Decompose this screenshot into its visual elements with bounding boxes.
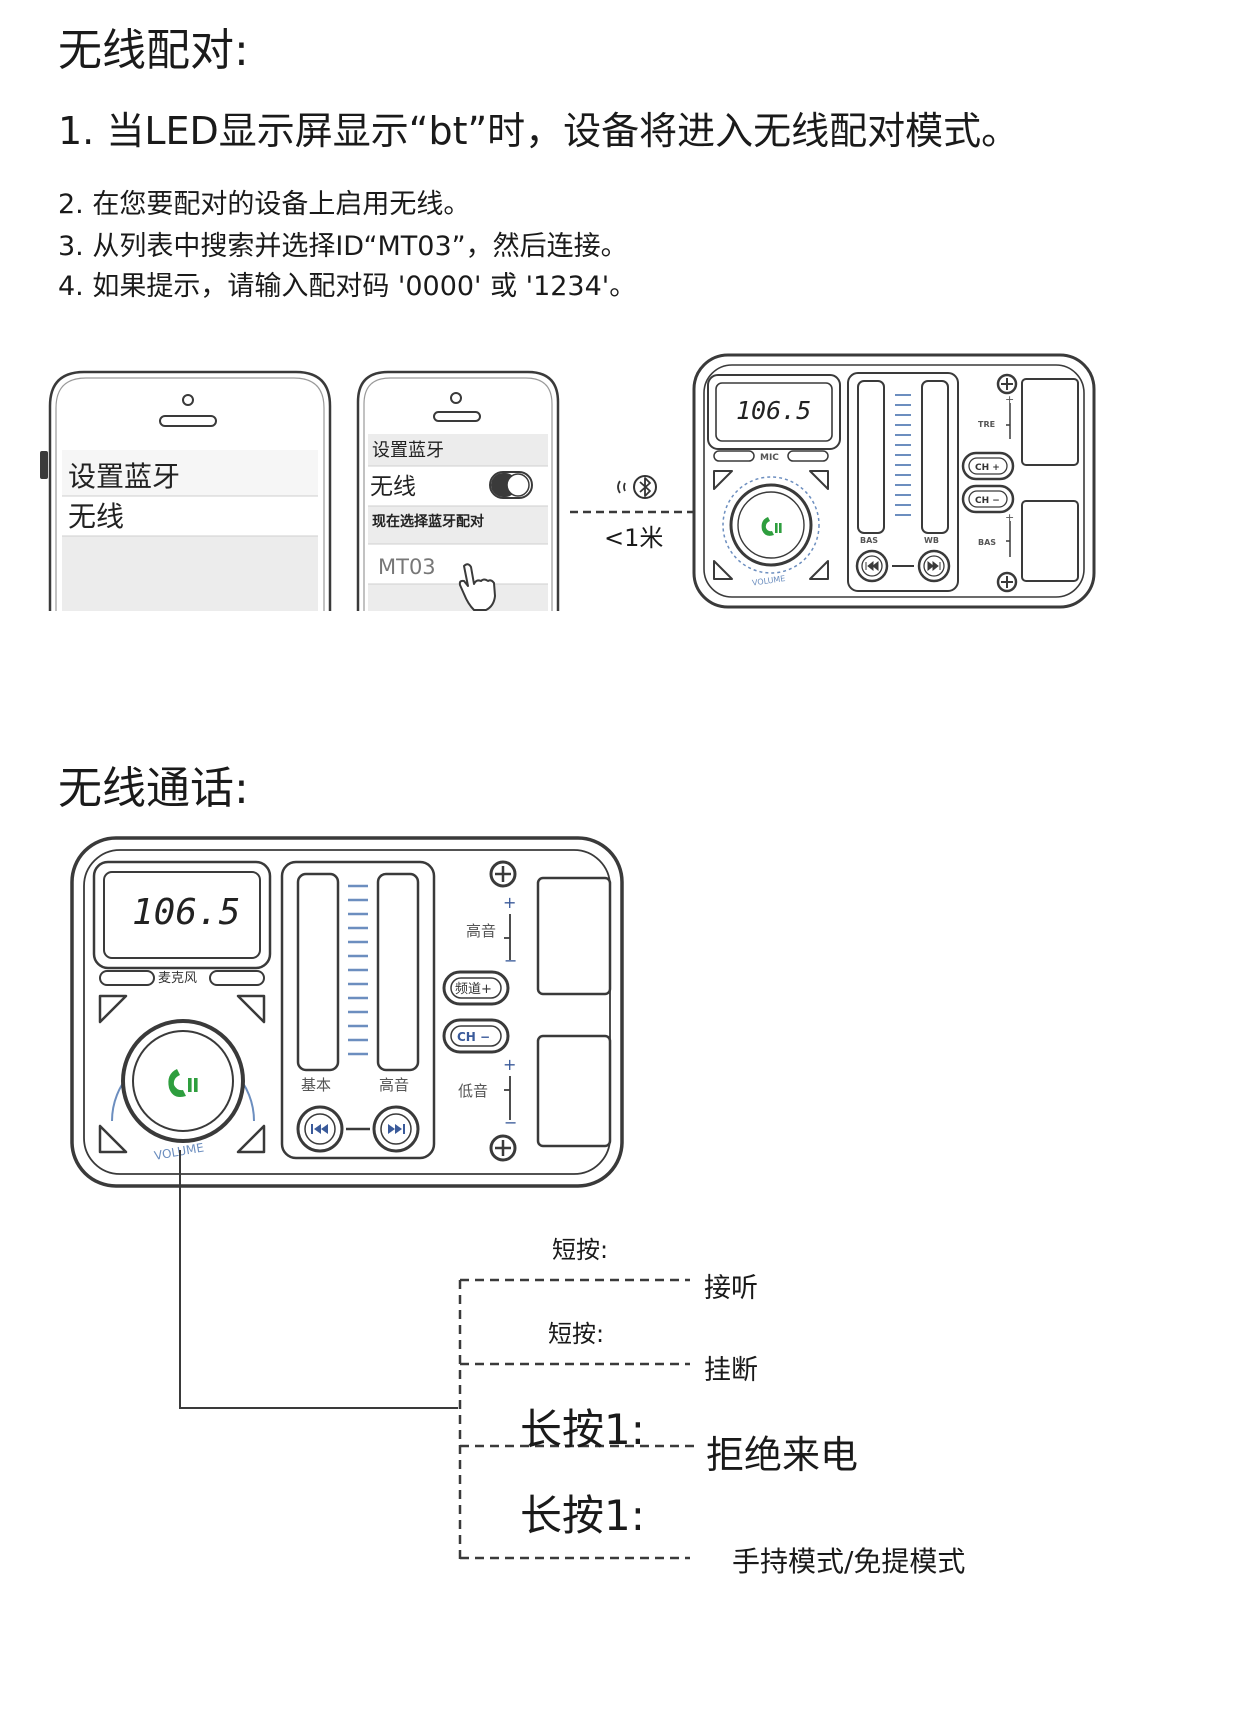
earpiece-icon (159, 415, 217, 427)
screw-icon (489, 860, 517, 888)
small-mic-label: MIC (760, 453, 779, 463)
next-button[interactable] (372, 1105, 420, 1153)
svg-text:−: − (504, 951, 517, 970)
call-knob[interactable] (111, 1019, 255, 1143)
pairing-step-4: 4. 如果提示，请输入配对码 '0000' 或 '1234'。 (58, 271, 637, 302)
small-bas-label: BAS (978, 538, 996, 547)
phone2-wireless-label: 无线 (370, 474, 416, 500)
action-4-trigger: 长按1: (520, 1491, 645, 1540)
front-camera-icon (450, 392, 462, 404)
car-kit-device-small: 106.5 MIC VOLUME BAS WB TRE (692, 353, 1096, 609)
action-2-label: 挂断 (704, 1355, 758, 1386)
action-3-label: 拒绝来电 (706, 1433, 859, 1477)
call-play-pause-icon (761, 517, 782, 536)
bluetooth-icon (617, 475, 657, 499)
small-tre-label: TRE (978, 420, 995, 429)
small-ch-plus-button[interactable]: CH + (961, 451, 1015, 481)
small-right-slider-label: WB (924, 536, 939, 545)
small-ch-minus-button[interactable]: CH − (961, 484, 1015, 514)
svg-text:+: + (1005, 393, 1014, 406)
distance-dashed-line (570, 510, 695, 514)
svg-text:频道+: 频道+ (455, 982, 492, 997)
svg-text:+: + (503, 1055, 516, 1074)
call-play-pause-icon (168, 1069, 198, 1097)
small-prev-button[interactable] (855, 549, 889, 583)
action-1-label: 接听 (704, 1273, 758, 1304)
screw-icon (996, 373, 1018, 395)
phone-settings-illustration: 设置蓝牙 无线 (40, 370, 332, 611)
phone1-wireless-item[interactable]: 无线 (68, 500, 124, 533)
svg-text:CH −: CH − (975, 496, 1000, 506)
car-kit-device-large: 106.5 麦克风 VOLUME 基本 高音 (70, 836, 624, 1188)
front-camera-icon (182, 394, 194, 406)
action-2-trigger: 短按: (548, 1320, 605, 1348)
action-1-trigger: 短按: (552, 1236, 609, 1264)
small-display-frequency: 106.5 (736, 396, 811, 425)
prev-button[interactable] (296, 1105, 344, 1153)
svg-text:+: + (503, 893, 516, 912)
earpiece-icon (433, 411, 481, 422)
pairing-step-2: 2. 在您要配对的设备上启用无线。 (58, 189, 471, 220)
hand-pointer-icon (458, 563, 496, 611)
phone2-subheader: 现在选择蓝牙配对 (372, 513, 484, 530)
mic-label: 麦克风 (158, 971, 197, 986)
action-3-trigger: 长按1: (520, 1405, 645, 1454)
distance-label: <1米 (604, 524, 664, 552)
small-next-button[interactable] (917, 549, 951, 583)
phone1-bluetooth-setting: 设置蓝牙 (68, 460, 180, 493)
wireless-toggle[interactable] (489, 471, 533, 499)
calling-title: 无线通话: (58, 763, 249, 814)
bass-label: 低音 (458, 1082, 488, 1100)
small-left-slider-label: BAS (860, 536, 878, 545)
action-4-label: 手持模式/免提模式 (732, 1545, 966, 1578)
channel-minus-button[interactable]: CH − (442, 1018, 510, 1054)
svg-text:+: + (1005, 511, 1014, 524)
phone-pairing-illustration: 设置蓝牙 无线 现在选择蓝牙配对 MT03 (356, 370, 560, 611)
left-slider-label: 基本 (301, 1076, 331, 1094)
svg-text:CH −: CH − (457, 1030, 490, 1044)
pairing-title: 无线配对: (58, 25, 249, 76)
screw-icon (489, 1134, 517, 1162)
svg-text:−: − (504, 1113, 517, 1132)
treble-label: 高音 (466, 922, 496, 940)
small-call-knob[interactable] (722, 476, 820, 574)
device-list-item-mt03[interactable]: MT03 (378, 555, 436, 579)
display-frequency: 106.5 (132, 892, 240, 933)
right-slider-label: 高音 (379, 1076, 409, 1094)
channel-plus-button[interactable]: 频道+ (442, 970, 510, 1006)
screw-icon (996, 571, 1018, 593)
pairing-step-3: 3. 从列表中搜索并选择ID“MT03”，然后连接。 (58, 231, 628, 262)
phone2-header: 设置蓝牙 (372, 440, 444, 461)
pairing-step-1: 1. 当LED显示屏显示“bt”时，设备将进入无线配对模式。 (58, 109, 1020, 153)
svg-text:CH +: CH + (975, 463, 1000, 473)
